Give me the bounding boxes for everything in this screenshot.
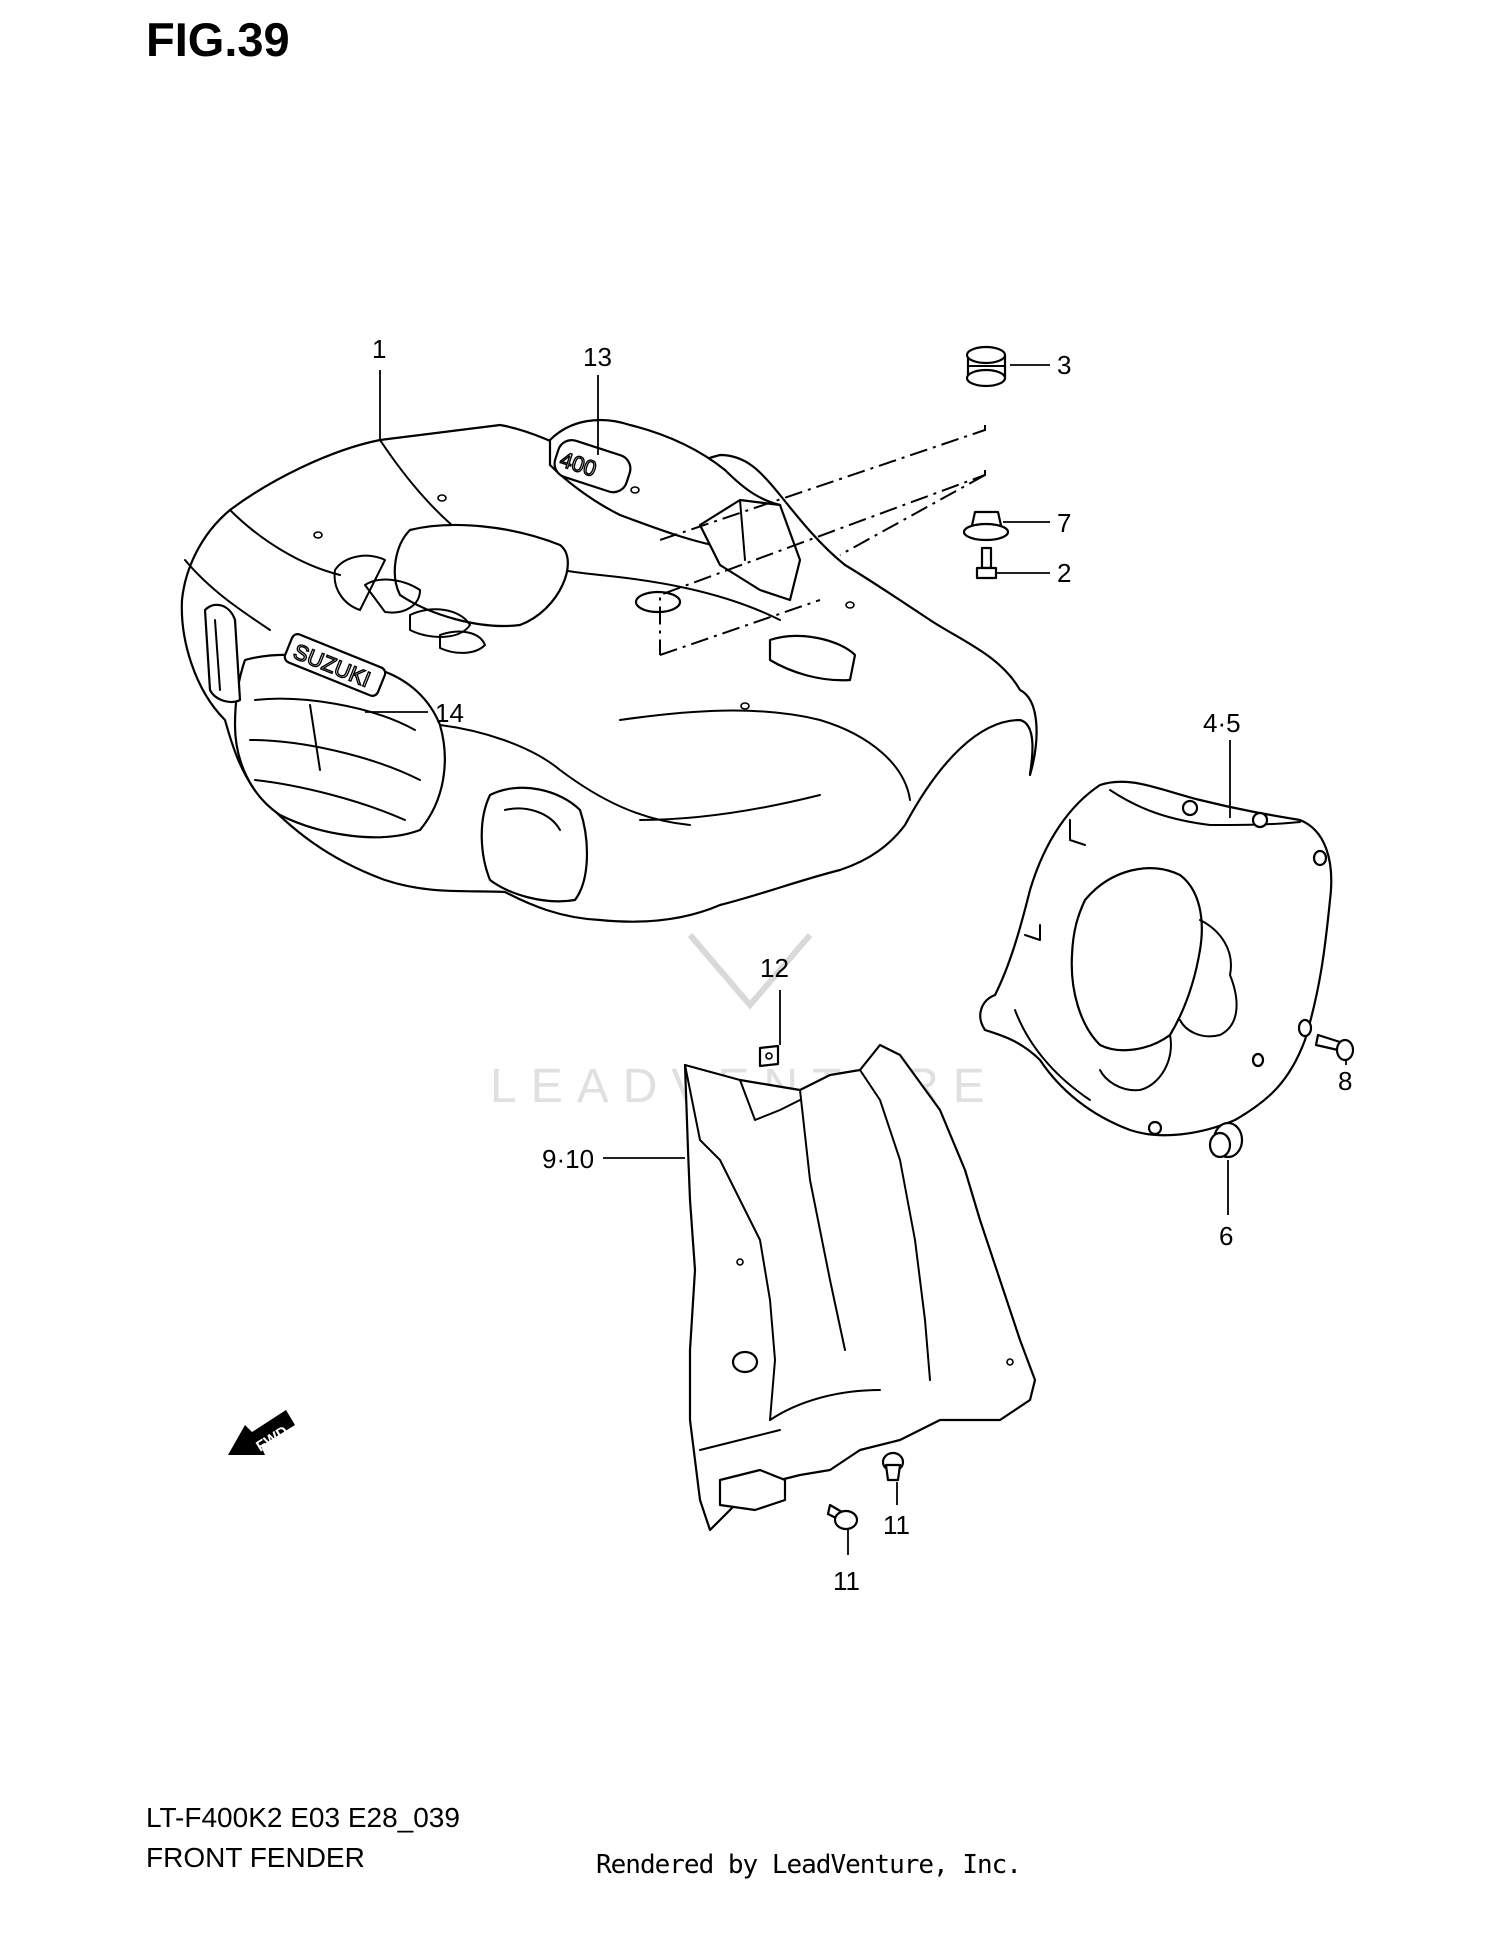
callout-9-10: 9·10 <box>542 1144 594 1174</box>
rendered-by-credit: Rendered by LeadVenture, Inc. <box>596 1850 1022 1880</box>
nut-part-7 <box>962 510 1010 542</box>
inner-fender-part-9-10 <box>683 1043 1037 1532</box>
callout-labels: 1 2 3 4·5 6 7 8 9·10 11 11 12 13 14 <box>372 334 1352 1596</box>
callout-7: 7 <box>1057 508 1071 538</box>
model-code: LT-F400K2 E03 E28_039 <box>146 1802 460 1833</box>
callout-1: 1 <box>372 334 386 364</box>
forward-direction-arrow: FWD <box>228 1410 295 1455</box>
section-name: FRONT FENDER <box>146 1842 365 1873</box>
callout-11-right: 11 <box>883 1510 910 1540</box>
assembly-lines <box>659 425 986 656</box>
clip-part-12 <box>758 1044 780 1068</box>
grommet-part-6 <box>1208 1121 1244 1159</box>
leader-lines <box>365 364 1347 1555</box>
suzuki-emblem <box>283 633 387 697</box>
callout-6: 6 <box>1219 1221 1233 1251</box>
mudguard-part-4-5 <box>979 780 1333 1137</box>
callout-11-left: 11 <box>833 1566 860 1596</box>
figure-title: FIG.39 <box>146 13 290 66</box>
screw-part-8 <box>1314 1033 1355 1062</box>
callout-13: 13 <box>583 342 612 372</box>
front-fender-part-1: 400 SUZUKI <box>180 418 1038 923</box>
bolt-part-2 <box>975 546 998 580</box>
callout-12: 12 <box>760 953 789 983</box>
clip-part-11-left <box>826 1503 859 1531</box>
callout-14: 14 <box>435 698 464 728</box>
callout-3: 3 <box>1057 350 1071 380</box>
callout-8: 8 <box>1338 1066 1352 1096</box>
grommet-part-3 <box>965 345 1007 388</box>
clip-part-11-right <box>881 1451 905 1482</box>
callout-2: 2 <box>1057 558 1071 588</box>
callout-4-5: 4·5 <box>1203 708 1241 738</box>
